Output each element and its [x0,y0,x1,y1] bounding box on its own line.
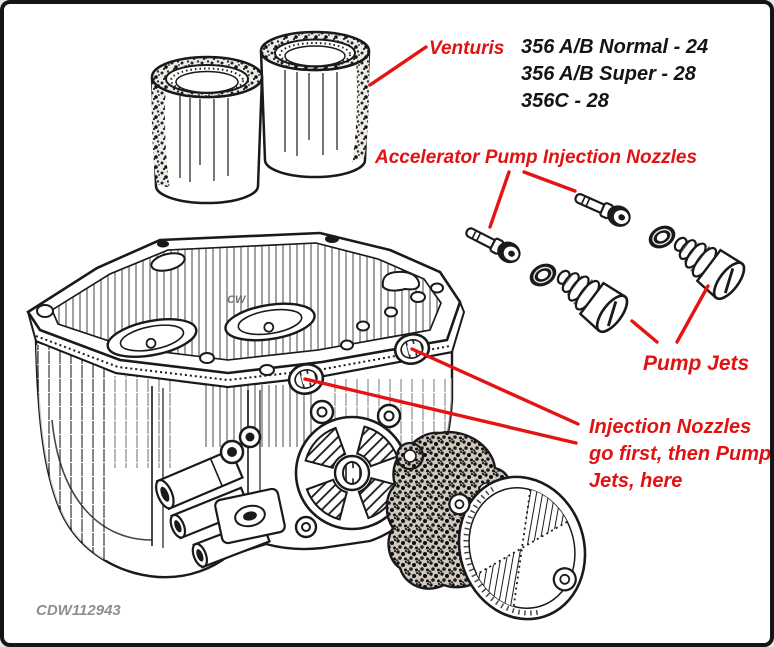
injection-note-line: go first, then Pump [589,443,772,465]
body-watermark: CW [227,294,246,306]
diaphragm-cover [448,475,587,621]
leader-nozzle-1 [488,170,511,229]
venturi-spec-line: 356 A/B Normal - 24 [521,36,709,58]
accelerator-nozzles-label: Accelerator Pump Injection Nozzles [375,147,698,168]
venturi-left [150,55,264,205]
leader-hole-1 [410,347,580,426]
pump-jet-1 [545,255,634,338]
venturis-label: Venturis [429,38,505,59]
pump-jets-label: Pump Jets [643,352,750,375]
washer-1 [525,258,561,292]
venturi-spec-line: 356C - 28 [521,90,609,112]
bore-left [106,318,198,358]
injection-nozzle-1 [461,220,526,269]
leader-nozzle-2 [522,170,577,193]
leader-pumpjet-2 [675,284,710,344]
venturi-spec-line: 356 A/B Super - 28 [521,63,696,85]
leader-pumpjet-1 [630,319,659,344]
injection-note-line: Jets, here [589,470,683,492]
bore-right [224,302,316,342]
injection-note: Injection Nozzles go first, then Pump Je… [589,414,772,495]
leader-lines [303,45,710,445]
pump-cover-wheel [294,399,410,539]
carburetor-body [26,231,466,579]
photo-id-watermark: CDW112943 [36,602,121,619]
injection-note-line: Injection Nozzles [589,416,752,438]
fuel-pipes [155,425,286,569]
leader-venturis [368,45,428,87]
leader-hole-2 [303,377,578,445]
venturi-right [259,30,371,179]
injection-nozzle-2 [570,186,636,232]
venturi-specs: 356 A/B Normal - 24 356 A/B Super - 28 3… [521,34,708,115]
